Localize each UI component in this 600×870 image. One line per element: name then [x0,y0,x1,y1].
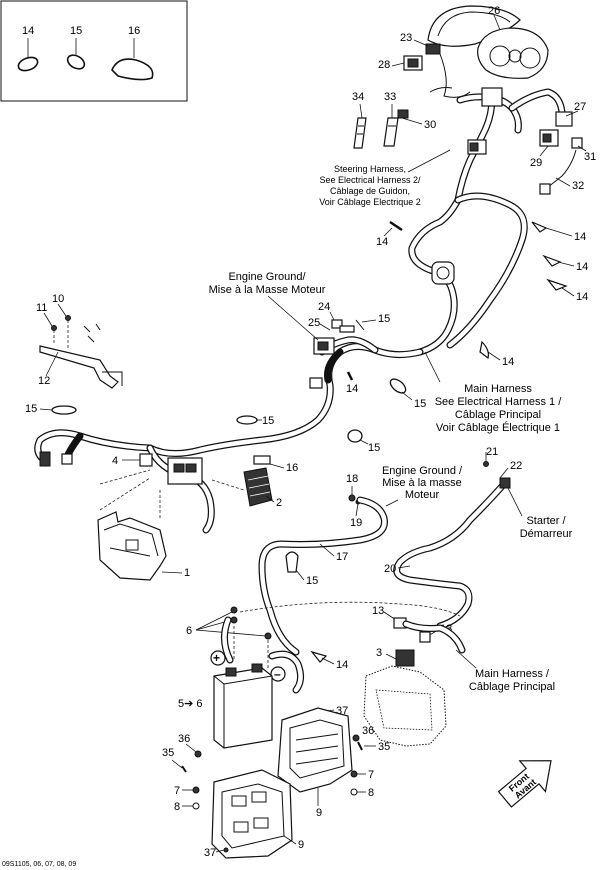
callout-3: 3 [376,647,382,659]
callout-22: 22 [510,460,522,472]
cable-tie-16 [111,58,154,81]
callout-9-a: 9 [316,807,322,819]
steering-harness: 27 29 31 32 [454,87,596,204]
clips-14-right: 14 14 14 14 [376,220,588,303]
callout-8-b: 8 [368,787,374,799]
callout-5-to-6: 5➔ 6 [178,698,203,710]
switches-top: 23 28 [378,32,471,98]
callout-1: 1 [184,567,190,579]
callout-24: 24 [318,301,330,313]
bracket-12: 10 11 12 [36,293,123,389]
starter-solenoid-area: 13 13 3 Main Harness / Câblage Principal [363,605,555,747]
engine-ground-top: Engine Ground/ Mise à la Masse Moteur 24… [209,271,390,341]
inset-label-16: 16 [128,25,140,37]
callout-32: 32 [572,180,584,192]
callout-14-a: 14 [376,236,388,248]
callout-20: 20 [384,563,396,575]
callout-7-a: 7 [174,785,180,797]
callout-14-d: 14 [576,291,588,303]
callout-26: 26 [488,5,500,17]
callout-30: 30 [424,119,436,131]
callout-13-a: 13 [372,605,384,617]
callout-17: 17 [336,551,348,563]
callout-15-d: 15 [25,403,37,415]
callout-21: 21 [486,446,498,458]
callout-14-b: 14 [574,231,586,243]
inset-label-15: 15 [70,25,82,37]
callout-28: 28 [378,59,390,71]
callout-35-b: 35 [378,741,390,753]
electrical-components-left: 4 16 2 1 [97,453,298,581]
callout-10: 10 [52,293,64,305]
callout-14-e: 14 [502,356,514,368]
main-harness-line3: Câblage Principal [455,409,541,421]
inset-label-14: 14 [22,25,34,37]
battery-tray: 37 9 36 35 36 35 7 8 7 8 [162,705,390,859]
callout-15-f: 15 [306,575,318,587]
callout-9-b: 9 [298,839,304,851]
callout-19: 19 [350,517,362,529]
callout-15-e: 15 [378,313,390,325]
steering-label-line2: See Electrical Harness 2/ [319,175,421,185]
callout-15-c: 15 [262,415,274,427]
gauge-cluster: 26 [427,5,549,79]
ground-starter-cables: Engine Ground / Mise à la masse Moteur 1… [258,446,573,656]
plus-terminal: + [213,651,220,665]
main-harness-lower-line2: Câblage Principal [469,681,555,693]
callout-35-a: 35 [162,747,174,759]
main-harness-lower-line1: Main Harness / [475,668,550,680]
callout-6-top: 6 [186,625,192,637]
callout-23: 23 [400,32,412,44]
callout-27: 27 [574,101,586,113]
callout-33: 33 [384,91,396,103]
main-harness-line2: See Electrical Harness 1 / [435,396,562,408]
inset-box: 14 15 16 [0,0,188,102]
starter-line1: Starter / [526,515,566,527]
main-harness-line4: Voir Câblage Électrique 1 [436,421,560,434]
callout-29: 29 [530,157,542,169]
drawing-code: 09S1105, 06, 07, 08, 09 [2,861,76,868]
minus-terminal: – [274,667,281,681]
steering-harness-label: Steering Harness, See Electrical Harness… [319,149,451,207]
steering-label-line4: Voir Câblage Electrique 2 [319,197,421,207]
callout-37-b: 37 [204,847,216,859]
battery-area: 6 + – 5➔ 6 14 [178,601,461,749]
cable-tie-14 [17,56,39,72]
callout-34: 34 [352,91,364,103]
callout-18: 18 [346,473,358,485]
connectors-34-33-30: 34 33 30 [352,91,436,149]
engine-ground-top-line2: Mise à la Masse Moteur [209,284,326,296]
steering-label-line3: Câblage de Guidon, [330,186,410,196]
callout-14-g: 14 [336,659,348,671]
callout-15-b: 15 [368,442,380,454]
main-harness-label: Main Harness See Electrical Harness 1 / … [424,351,562,434]
callout-16: 16 [286,462,298,474]
front-arrow: Front Avant [497,760,552,808]
callout-25: 25 [308,317,320,329]
callout-4: 4 [112,455,118,467]
callout-15-a: 15 [414,398,426,410]
callout-7-b: 7 [368,769,374,781]
starter-line2: Démarreur [520,528,573,540]
engine-ground-mid-line3: Moteur [405,489,440,501]
callout-36b-placeholder: 36 [362,725,374,737]
cable-tie-15 [66,54,86,70]
clips-middle: 14 14 15 15 15 15 [25,340,514,454]
callout-14-c: 14 [576,261,588,273]
callout-12: 12 [38,375,50,387]
callout-8-a: 8 [174,801,180,813]
callout-11: 11 [36,302,47,314]
steering-label-line1: Steering Harness, [334,164,406,174]
callout-36: 36 [178,733,190,745]
callout-2: 2 [276,497,282,509]
main-harness [34,192,528,534]
engine-ground-mid-line1: Engine Ground / [382,465,463,477]
callout-14-f: 14 [346,383,358,395]
callout-31: 31 [584,151,596,163]
engine-ground-mid-line2: Mise à la masse [382,477,461,489]
main-harness-line1: Main Harness [464,383,532,395]
engine-ground-top-line1: Engine Ground/ [228,271,306,283]
